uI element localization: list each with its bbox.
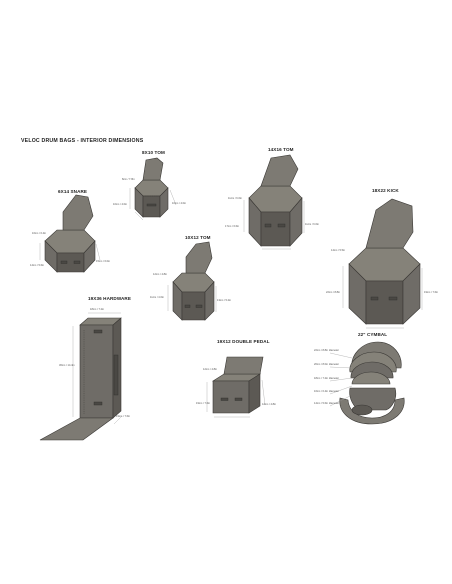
dim-18x22-a: 14cm / 5.5in: [331, 248, 346, 252]
dim-19x12-a: 12cm / 4.8in: [203, 367, 218, 371]
dim-18x22-c: 19cm / 7.6in: [424, 290, 439, 294]
dim-6x14-c: 15cm / 6.0in: [96, 259, 111, 263]
label-14x16-tom: 14X16 TOM: [268, 147, 294, 152]
dim-19x36-c: 19cm / 7.6in: [116, 414, 131, 418]
bag-19x12-double-pedal: 12cm / 4.8in 19cm / 7.6in 12cm / 4.8in: [196, 356, 277, 418]
dim-14x16-c: 11cm / 6.6in: [305, 222, 319, 226]
label-19x12-double-pedal: 19X12 DOUBLE PEDAL: [217, 339, 270, 344]
dim-8x10-b: 10cm / 4.0in: [113, 202, 128, 206]
label-8x10-tom: 8X10 TOM: [142, 150, 165, 155]
dim-8x10-c: 10cm / 4.0in: [172, 201, 187, 205]
bag-22-cymbal: 22cm / 8.8in diameter 20cm / 8.0in diame…: [314, 341, 405, 425]
dim-cymbal-16: 16cm / 6.4in diameter: [314, 389, 339, 393]
label-10x12-tom: 10X12 TOM: [185, 235, 211, 240]
dim-10x12-b: 11cm / 4.6in: [150, 295, 164, 299]
bag-18x22-kick: 14cm / 5.5in 22cm / 8.8in 19cm / 7.6in: [326, 198, 439, 329]
dim-18x22-b: 22cm / 8.8in: [326, 290, 341, 294]
bag-14x16-tom: 11cm / 6.6in 17cm / 6.6in 11cm / 6.6in: [225, 154, 319, 250]
dim-6x14-b: 14cm / 5.6in: [30, 263, 45, 267]
dim-14x16-b: 17cm / 6.6in: [225, 224, 240, 228]
bag-6x14-snare: 16cm / 6.4in 14cm / 5.6in 15cm / 6.0in: [30, 194, 111, 273]
label-19x36-hardware: 19X36 HARDWARE: [88, 296, 132, 301]
bag-19x36-hardware: 18cm / 7.2in 36cm / 14.4in 19cm / 7.6in: [39, 307, 131, 441]
page-title: VELOC DRUM BAGS - INTERIOR DIMENSIONS: [21, 138, 144, 144]
dim-19x36-a: 18cm / 7.2in: [90, 307, 105, 311]
dim-19x36-b: 36cm / 14.4in: [59, 363, 75, 367]
dim-8x10-a: 8cm / 7.8in: [122, 177, 135, 181]
dim-14x16-a: 11cm / 6.6in: [228, 196, 242, 200]
dim-cymbal-22: 22cm / 8.8in diameter: [314, 348, 339, 352]
label-18x22-kick: 18X22 KICK: [372, 188, 399, 193]
dim-10x12-a: 12cm / 4.8in: [153, 272, 168, 276]
bag-10x12-tom: 12cm / 4.8in 11cm / 4.6in 13cm / 5.2in: [150, 241, 232, 321]
dim-cymbal-20: 20cm / 8.0in diameter: [314, 362, 339, 366]
dim-10x12-c: 13cm / 5.2in: [217, 298, 232, 302]
label-22-cymbal: 22" CYMBAL: [358, 332, 388, 337]
dim-19x12-b: 19cm / 7.6in: [196, 401, 211, 405]
bag-8x10-tom: 8cm / 7.8in 10cm / 4.0in 10cm / 4.0in: [113, 157, 187, 221]
dim-6x14-a: 16cm / 6.4in: [32, 231, 47, 235]
dim-cymbal-18: 18cm / 7.2in diameter: [314, 376, 339, 380]
dim-19x12-c: 12cm / 4.8in: [262, 402, 277, 406]
dim-cymbal-14: 14cm / 5.6in diameter: [314, 401, 339, 405]
label-6x14-snare: 6X14 SNARE: [58, 189, 88, 194]
